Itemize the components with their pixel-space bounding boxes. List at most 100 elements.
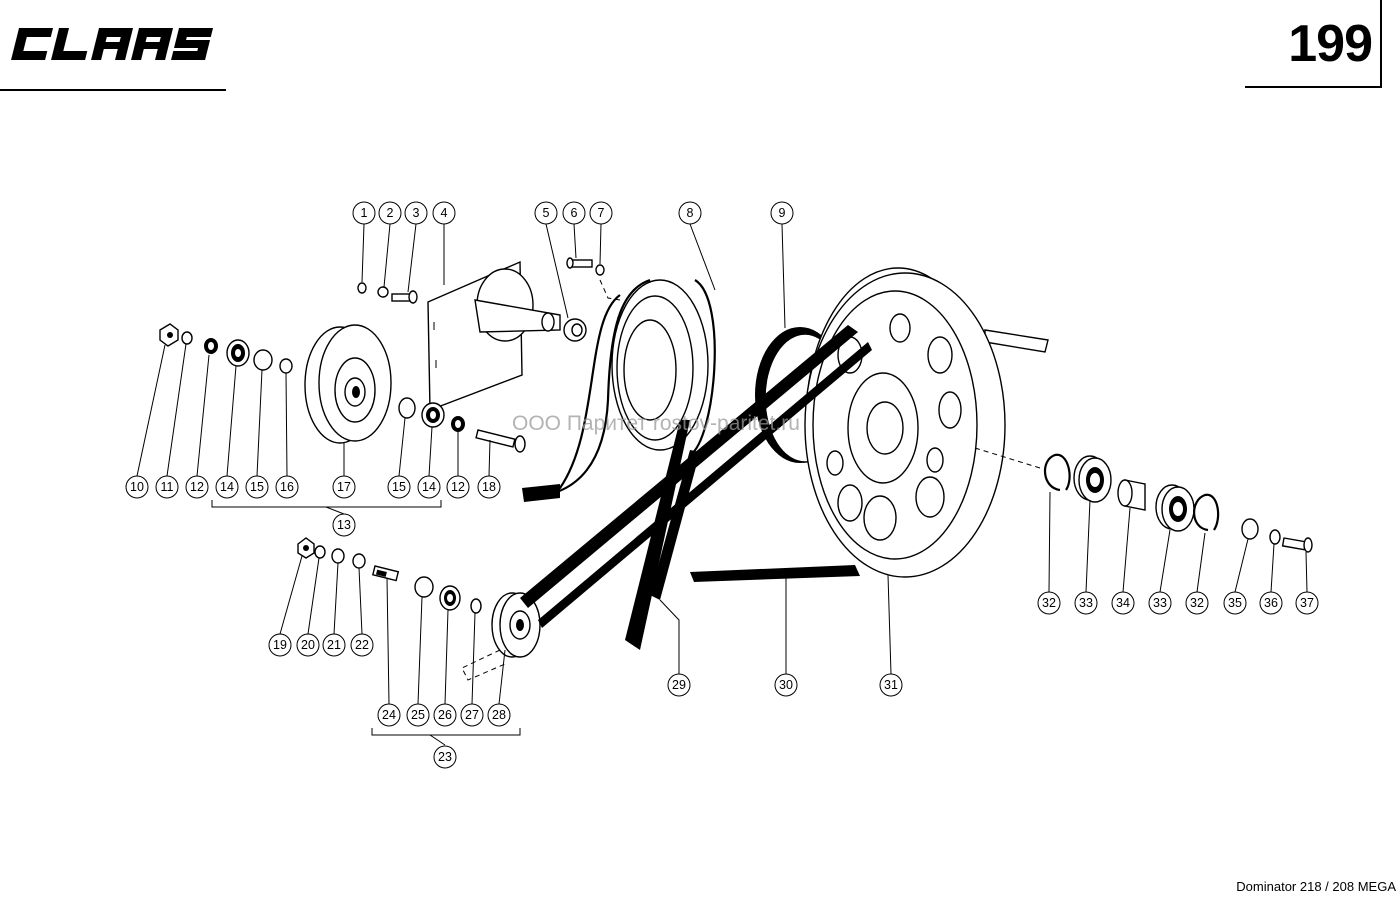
- callout-35: 35: [1223, 591, 1247, 615]
- svg-text:12: 12: [451, 480, 465, 494]
- bolt-3: [391, 290, 418, 304]
- svg-text:22: 22: [355, 638, 369, 652]
- belt-8: [522, 278, 716, 502]
- pulley-8: [611, 279, 709, 451]
- callout-31: 31: [879, 673, 903, 697]
- callout-11: 11: [155, 475, 179, 499]
- svg-text:14: 14: [220, 480, 234, 494]
- svg-text:31: 31: [884, 678, 898, 692]
- washer-16: [279, 358, 293, 374]
- callout-12: 12: [185, 475, 209, 499]
- main-pulley: [804, 267, 1006, 578]
- callout-6: 6: [562, 201, 586, 225]
- callout-14: 14: [215, 475, 239, 499]
- belt-30: [690, 565, 860, 582]
- svg-text:32: 32: [1042, 596, 1056, 610]
- callout-14b: 14: [417, 475, 441, 499]
- bearing-14: [226, 339, 250, 367]
- nut-10: [159, 323, 179, 347]
- callout-3: 3: [404, 201, 428, 225]
- callout-36: 36: [1259, 591, 1283, 615]
- bearing-33b: [1155, 484, 1195, 532]
- washer-35: [1241, 518, 1259, 540]
- callout-4: 4: [432, 201, 456, 225]
- washer-2: [377, 286, 389, 298]
- washer-1: [357, 282, 367, 294]
- svg-text:10: 10: [130, 480, 144, 494]
- svg-text:28: 28: [492, 708, 506, 722]
- callout-28: 28: [487, 703, 511, 727]
- axis-dash: [974, 447, 1041, 469]
- belt-29: [520, 325, 872, 650]
- svg-text:24: 24: [382, 708, 396, 722]
- washer-21: [331, 548, 345, 564]
- leader-lines: [136, 223, 1308, 746]
- svg-text:29: 29: [672, 678, 686, 692]
- idler-pulley: [304, 324, 392, 444]
- svg-text:11: 11: [161, 480, 174, 494]
- callout-9: 9: [770, 201, 794, 225]
- bolt-18: [475, 429, 526, 453]
- svg-text:14: 14: [422, 480, 436, 494]
- svg-text:23: 23: [438, 750, 452, 764]
- svg-text:5: 5: [543, 206, 550, 220]
- svg-text:34: 34: [1116, 596, 1130, 610]
- callout-25: 25: [406, 703, 430, 727]
- callout-17: 17: [332, 475, 356, 499]
- washer-36: [1269, 529, 1281, 545]
- svg-text:8: 8: [687, 206, 694, 220]
- circlip-32b: [1193, 493, 1220, 532]
- svg-text:35: 35: [1228, 596, 1242, 610]
- callout-33b: 33: [1148, 591, 1172, 615]
- claas-logo: [0, 28, 226, 91]
- svg-text:36: 36: [1264, 596, 1278, 610]
- svg-text:17: 17: [337, 480, 351, 494]
- svg-text:18: 18: [482, 480, 496, 494]
- callout-32b: 32: [1185, 591, 1209, 615]
- callout-32: 32: [1037, 591, 1061, 615]
- svg-text:27: 27: [465, 708, 479, 722]
- callout-34: 34: [1111, 591, 1135, 615]
- callout-2: 2: [378, 201, 402, 225]
- ring-27: [470, 598, 482, 614]
- callout-10: 10: [125, 475, 149, 499]
- bearing-33: [1073, 455, 1112, 503]
- circlip-15b: [398, 397, 416, 419]
- svg-text:15: 15: [392, 480, 406, 494]
- svg-text:33: 33: [1079, 596, 1093, 610]
- svg-text:9: 9: [779, 206, 786, 220]
- callout-19: 19: [268, 633, 292, 657]
- callout-23: 23: [433, 745, 457, 769]
- footer-model-label: Dominator 218 / 208 MEGA: [1236, 879, 1396, 894]
- callout-12b: 12: [446, 475, 470, 499]
- svg-text:3: 3: [413, 206, 420, 220]
- svg-text:26: 26: [438, 708, 452, 722]
- callout-27: 27: [460, 703, 484, 727]
- callout-20: 20: [296, 633, 320, 657]
- callout-13: 13: [332, 513, 356, 537]
- svg-text:16: 16: [280, 480, 294, 494]
- circlip-25: [414, 576, 434, 598]
- tension-pulley-28: [461, 592, 541, 681]
- header-right-rule: [1380, 0, 1382, 88]
- callout-37: 37: [1295, 591, 1319, 615]
- svg-text:20: 20: [301, 638, 315, 652]
- circlip-32: [1044, 453, 1071, 492]
- nut-19: [297, 537, 315, 559]
- seal-12: [204, 338, 218, 354]
- callout-33: 33: [1074, 591, 1098, 615]
- svg-text:37: 37: [1300, 596, 1314, 610]
- svg-text:32: 32: [1190, 596, 1204, 610]
- callout-8: 8: [678, 201, 702, 225]
- page-number: 199: [1288, 15, 1373, 73]
- svg-text:33: 33: [1153, 596, 1167, 610]
- seal-12b: [451, 416, 465, 432]
- svg-text:19: 19: [273, 638, 287, 652]
- svg-text:30: 30: [779, 678, 793, 692]
- svg-text:7: 7: [598, 206, 605, 220]
- mounting-plate-with-shaft: [427, 260, 561, 412]
- callout-1: 1: [352, 201, 376, 225]
- washer-20: [314, 545, 326, 559]
- svg-text:1: 1: [361, 206, 368, 220]
